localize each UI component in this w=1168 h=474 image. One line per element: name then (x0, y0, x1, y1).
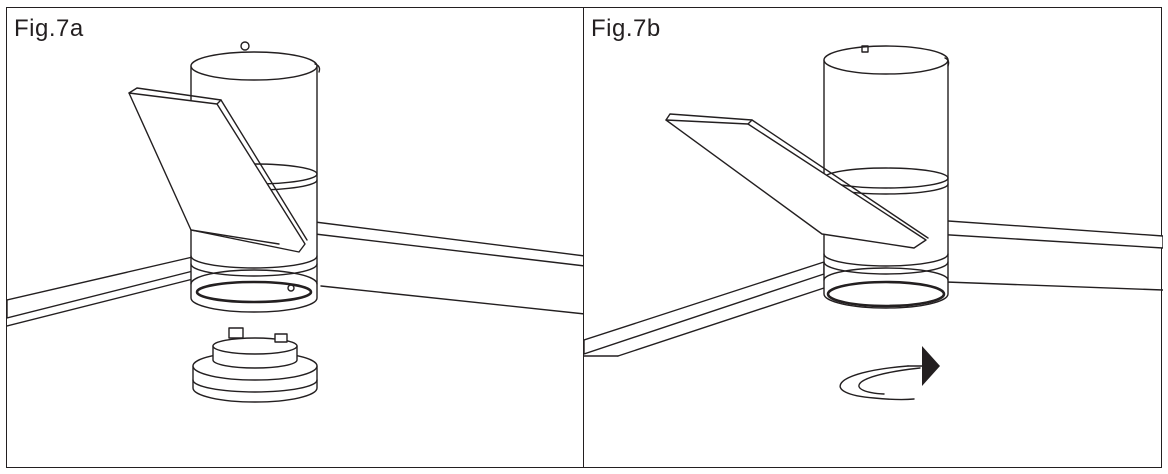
figure-7a-illustration (7, 41, 585, 403)
figure-7b-panel: Fig.7b (583, 7, 1163, 468)
figure-7b-illustration (584, 45, 1163, 401)
figure-label: Fig.7a (14, 15, 84, 42)
fan-blade-left (7, 255, 198, 327)
fan-blade-front (665, 113, 929, 249)
fan-blade-right (314, 221, 585, 315)
light-kit (192, 327, 318, 403)
figure-label: Fig.7b (591, 15, 661, 42)
fan-blade-left (584, 261, 825, 357)
rotation-arrow-icon (839, 346, 940, 401)
fan-blade-front (128, 87, 308, 253)
motor-housing (823, 45, 950, 309)
figure-7a-panel: Fig.7a (6, 7, 585, 468)
fan-blade-right (933, 219, 1163, 291)
